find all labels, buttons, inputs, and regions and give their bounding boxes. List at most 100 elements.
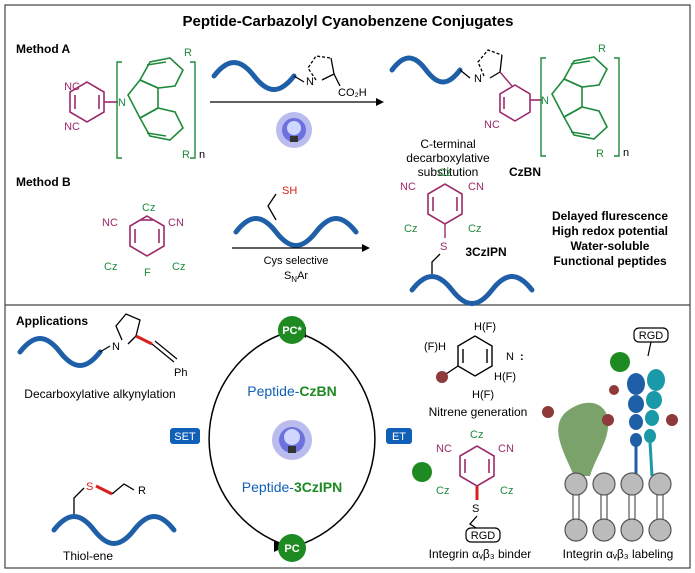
- cz3-peptide-wave: [409, 274, 535, 306]
- binder-rgd-box: [465, 527, 501, 543]
- binder-label: Integrin αᵥβ₃ binder: [429, 547, 532, 561]
- labeling-maroon-dot-right: [666, 414, 678, 426]
- applications-label: Applications: [16, 314, 88, 328]
- alkynylation-label: Decarboxylative alkynylation: [24, 387, 175, 401]
- method-b-sh: SH: [282, 185, 297, 197]
- feature-2: High redox potential: [552, 224, 668, 238]
- method-a-co2h: CO₂H: [338, 87, 367, 99]
- nitrene-bond-dot: [445, 365, 459, 375]
- alkynylation-peptide-wave: [17, 336, 103, 368]
- thiol-ene-s: S: [86, 481, 93, 493]
- method-b-ring: [129, 215, 165, 257]
- peptide-3czipn-name: 3CzIPN: [294, 479, 342, 495]
- set-label: SET: [174, 431, 196, 443]
- method-a-bracket-right: [190, 61, 196, 159]
- binder-cz-top: Cz: [470, 429, 483, 441]
- labeling-maroon-dot-top: [609, 385, 619, 395]
- alkynylation-n: N: [112, 341, 120, 353]
- method-a-bracket-left: [116, 61, 122, 159]
- cz3-linker: [431, 253, 441, 276]
- czbn-bracket-left: [540, 57, 546, 157]
- peptide-3czipn-label: Peptide-3CzIPN: [242, 479, 342, 495]
- czbn-bracket-right: [614, 57, 620, 157]
- cycle-right-arc: [295, 331, 376, 547]
- snar-ar: Ar: [297, 270, 308, 282]
- alkynylation-linker: [99, 345, 111, 353]
- cz3-label: 3CzIPN: [465, 245, 506, 259]
- outer-frame: [4, 4, 691, 569]
- method-b-condition-2: SNAr: [284, 270, 308, 284]
- method-b-cz-left: Cz: [104, 261, 117, 273]
- cell-membrane: [564, 472, 672, 542]
- pc-star-label: PC*: [282, 325, 302, 337]
- pc-star-node: [278, 316, 306, 344]
- alkyne-2: [154, 340, 178, 360]
- nitrene-fh-left: (F)H: [424, 341, 446, 353]
- peptide-czbn-prefix: Peptide-: [247, 383, 299, 399]
- peptide-czbn-label: Peptide-CzBN: [247, 383, 337, 399]
- czbn-nc: NC: [484, 119, 500, 131]
- method-a-peptide-wave: [211, 60, 297, 92]
- cz3-cz-top: Cz: [438, 167, 451, 179]
- cycle-left-arc: [208, 331, 289, 547]
- method-a-n: N: [118, 97, 126, 109]
- method-a-r-top: R: [184, 47, 192, 59]
- binder-cz-left: Cz: [436, 485, 449, 497]
- binder-rgd: RGD: [471, 530, 496, 542]
- method-a-linker: [293, 75, 305, 83]
- method-a-benzonitrile: [69, 81, 105, 123]
- light-bulb-icon: [276, 112, 312, 148]
- integrin-green-blob: [558, 402, 609, 476]
- method-b-nc: NC: [102, 217, 118, 229]
- thiol-ene-label: Thiol-ene: [63, 549, 113, 563]
- method-b-peptide-wave: [233, 216, 359, 248]
- method-b-cys-side-chain: [267, 193, 277, 221]
- method-b-label: Method B: [16, 175, 71, 189]
- pc-node: [278, 534, 306, 562]
- czbn-pro-n: N: [474, 73, 482, 85]
- cz3-cz-left: Cz: [404, 223, 417, 235]
- czbn-bond-pro: [499, 71, 513, 87]
- method-a-result-line-1: C-terminal: [420, 137, 475, 151]
- pc-label: PC: [284, 543, 299, 555]
- labeling-green-dot: [610, 352, 630, 372]
- thiol-ene-red-bond: [95, 484, 113, 496]
- czbn-peptide-wave: [389, 55, 463, 85]
- czbn-benzonitrile: [499, 84, 531, 122]
- binder-nc: NC: [436, 443, 452, 455]
- method-a-result-line-3: substitution: [418, 165, 479, 179]
- cz3-cz-right: Cz: [468, 223, 481, 235]
- labeling-rgd-tether: [647, 341, 652, 357]
- alkynylation-red-bond: [135, 334, 153, 346]
- nitrene-colon: :: [520, 351, 524, 363]
- cz3-ring: [427, 183, 463, 225]
- labeling-label: Integrin αᵥβ₃ labeling: [563, 547, 674, 561]
- method-b-f: F: [144, 267, 151, 279]
- thiol-ene-left-chain: [73, 487, 85, 515]
- binder-green-dot: [412, 462, 432, 482]
- nitrene-n: N: [506, 351, 514, 363]
- nitrene-hf-bottom: H(F): [472, 389, 494, 401]
- alkynylation-proline-ring: [115, 313, 141, 345]
- binder-s: S: [472, 503, 479, 515]
- membrane-tails: [572, 495, 664, 519]
- nitrene-ring: [457, 335, 493, 377]
- set-badge: [170, 428, 200, 444]
- method-a-result-line-2: decarboxylative: [406, 151, 490, 165]
- nitrene-hf-top: H(F): [474, 321, 496, 333]
- cycle-light-bulb-icon: [272, 420, 312, 460]
- peptide-czbn-name: CzBN: [299, 383, 336, 399]
- labeling-maroon-dot-left: [542, 406, 554, 418]
- czbn-carbazole: [551, 56, 608, 140]
- method-a-carbazole: [127, 57, 184, 141]
- peptide-3czipn-prefix: Peptide-: [242, 479, 294, 495]
- method-b-arrowhead: [362, 244, 370, 252]
- czbn-r-bottom: R: [596, 148, 604, 160]
- method-b-cz-top: Cz: [142, 202, 155, 214]
- method-a-proline-ring: [307, 55, 341, 87]
- method-b-cz-right: Cz: [172, 261, 185, 273]
- czbn-sub-n: n: [623, 147, 629, 159]
- nitrene-label: Nitrene generation: [429, 405, 528, 419]
- alkyne-1: [151, 343, 175, 363]
